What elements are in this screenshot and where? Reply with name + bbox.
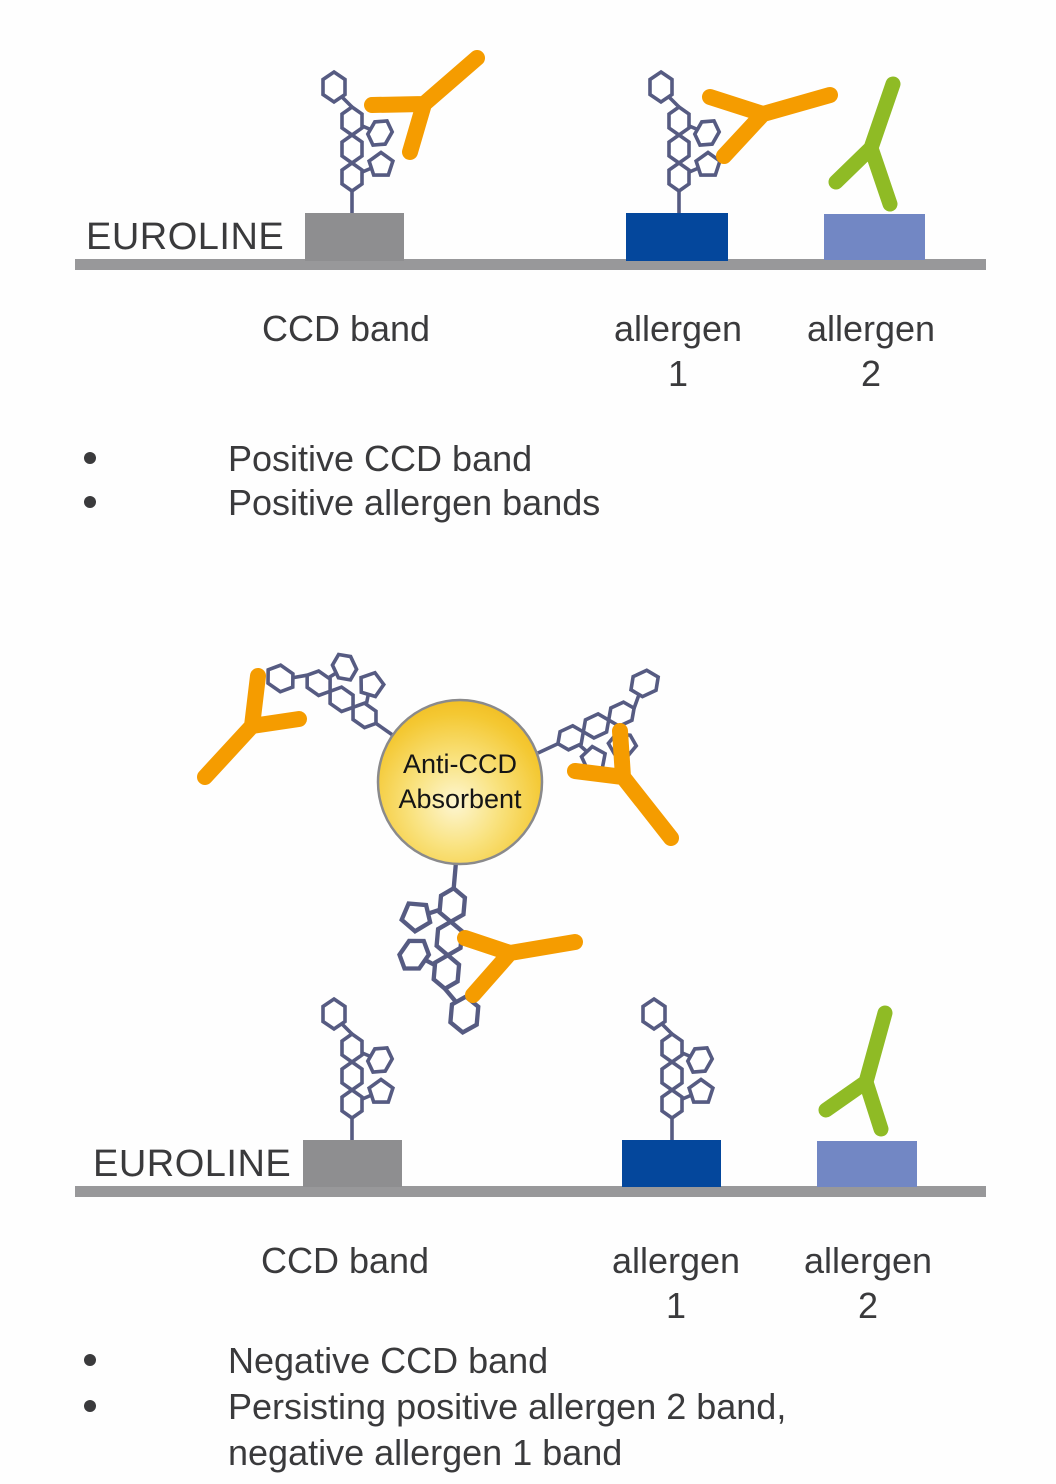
bullet-dot [84, 452, 96, 464]
absorbent-group [205, 622, 683, 1034]
bottom-bullet-2-line1: Persisting positive allergen 2 band, [228, 1386, 786, 1428]
bullet-dot [84, 1400, 96, 1412]
top-ccd-band [305, 213, 404, 261]
bottom-allergen1-band [622, 1140, 721, 1187]
top-allergen2-ige-antibody-icon [836, 84, 893, 204]
bottom-allergen2-ige-antibody-icon [826, 1013, 885, 1129]
top-allergen2-label-word: allergen [807, 306, 935, 351]
bottom-ccd-band [303, 1140, 402, 1187]
top-allergen1-label: allergen 1 [614, 306, 742, 396]
bottom-allergen1-label: allergen 1 [612, 1238, 740, 1328]
bottom-allergen2-label-word: allergen [804, 1238, 932, 1283]
top-allergen1-ige-antibody-icon [710, 95, 830, 156]
top-allergen2-label: allergen 2 [807, 306, 935, 396]
bottom-ccd-band-label: CCD band [261, 1238, 429, 1283]
bullet-dot [84, 496, 96, 508]
bottom-allergen1-label-number: 1 [612, 1283, 740, 1328]
top-allergen1-label-word: allergen [614, 306, 742, 351]
top-ccd-band-label: CCD band [262, 306, 430, 351]
absorbent-label-line1: Anti-CCD [398, 747, 521, 782]
bottom-allergen2-label-number: 2 [804, 1283, 932, 1328]
bottom-bullet-2-line2: negative allergen 1 band [228, 1432, 622, 1474]
bottom-ccd-glycan-icon [323, 999, 393, 1140]
absorbent-label-line2: Absorbent [398, 782, 521, 817]
bottom-allergen2-band [817, 1141, 917, 1187]
bottom-allergen2-label: allergen 2 [804, 1238, 932, 1328]
bottom-allergen1-label-word: allergen [612, 1238, 740, 1283]
top-bullet-1: Positive CCD band [228, 438, 532, 480]
bottom-bullet-1: Negative CCD band [228, 1340, 548, 1382]
top-bullet-2: Positive allergen bands [228, 482, 600, 524]
absorbent-bottom-ige-antibody-icon [465, 938, 575, 995]
top-allergen2-band [824, 214, 925, 260]
bottom-strip-line [75, 1186, 986, 1197]
bullet-dot [84, 1354, 96, 1366]
bottom-strip-label: EUROLINE [93, 1143, 291, 1186]
top-allergen2-label-number: 2 [807, 351, 935, 396]
top-ccd-glycan-icon [323, 72, 393, 213]
top-strip-line [75, 259, 986, 270]
absorbent-label: Anti-CCD Absorbent [398, 747, 521, 817]
top-strip-label: EUROLINE [86, 216, 284, 259]
top-allergen1-label-number: 1 [614, 351, 742, 396]
bottom-allergen1-glycan-icon [643, 999, 713, 1140]
top-allergen1-band [626, 213, 728, 261]
